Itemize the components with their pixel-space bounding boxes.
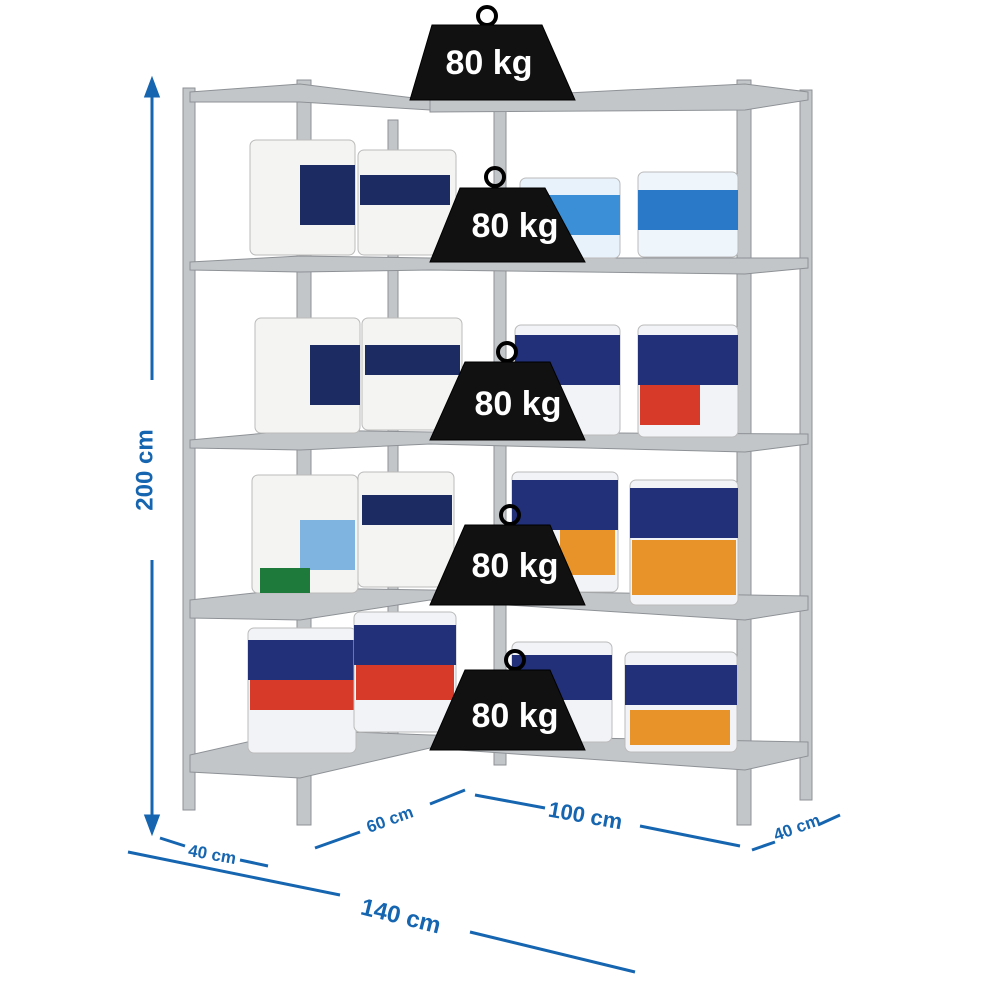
bucket (247, 627, 357, 754)
weight-4 (429, 504, 586, 606)
bucket (361, 317, 463, 431)
bucket (249, 139, 356, 256)
weight-3 (429, 341, 586, 441)
height-dimension: 200 cm (131, 429, 159, 511)
bucket (251, 474, 359, 594)
bucket (629, 479, 739, 606)
bucket (624, 651, 738, 753)
bucket (353, 611, 457, 733)
bucket (254, 317, 361, 434)
weight-label: 80 kg (471, 697, 559, 735)
weight-label: 80 kg (471, 207, 559, 245)
weight-label: 80 kg (474, 385, 562, 423)
weights (409, 5, 586, 751)
dimension-arrows (127, 75, 841, 974)
bucket (357, 149, 457, 256)
weight-5 (429, 649, 586, 751)
weight-1 (409, 5, 576, 101)
bucket (357, 471, 455, 588)
weight-label: 80 kg (471, 547, 559, 585)
weight-2 (429, 166, 586, 263)
bucket (637, 324, 739, 438)
weight-label: 80 kg (445, 44, 533, 82)
bucket (637, 171, 739, 258)
